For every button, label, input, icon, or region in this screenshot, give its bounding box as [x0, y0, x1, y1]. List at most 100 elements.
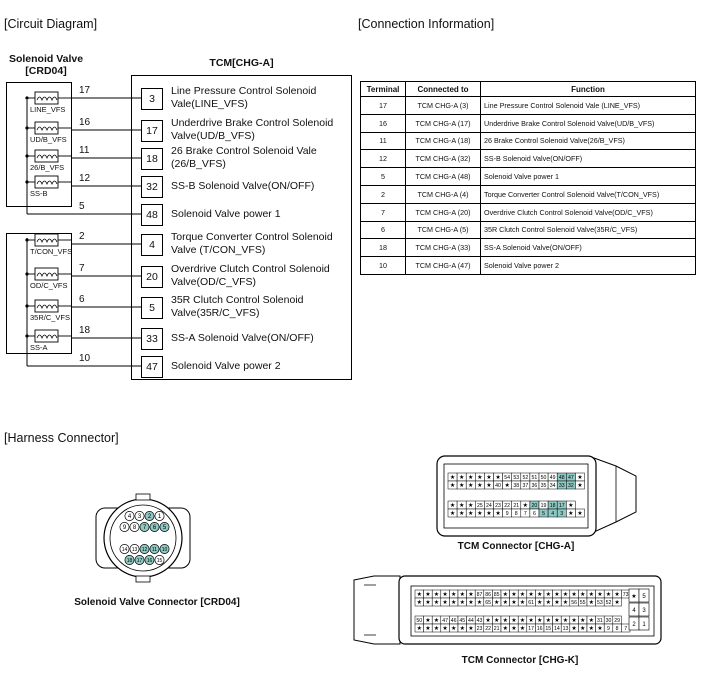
cell-connected-to: TCM CHG-A (20)	[405, 202, 481, 222]
cell-function: Solenoid Valve power 2	[480, 256, 696, 275]
connector-pin: 6	[529, 508, 540, 518]
connector-pin: 3	[134, 511, 145, 521]
svg-text:★: ★	[577, 474, 582, 481]
svg-text:20: 20	[532, 503, 538, 509]
svg-text:★: ★	[495, 510, 500, 517]
svg-text:8: 8	[515, 511, 518, 517]
tcm-pin-box: 47	[141, 356, 163, 378]
connector-pin: ★	[483, 615, 493, 625]
connector-pin: 16	[535, 623, 545, 633]
connector-pin: ★	[560, 589, 571, 599]
connector-pin: ★	[612, 589, 622, 599]
connector-pin: 49	[547, 472, 558, 482]
connector-pin: 52	[603, 597, 614, 607]
connector-pin: 22	[483, 623, 493, 633]
connector-pin: ★	[552, 615, 562, 625]
solenoid-coil	[25, 121, 72, 135]
svg-text:6: 6	[533, 511, 536, 517]
connector-pin: ★	[552, 589, 562, 599]
connector-pin: 17	[556, 500, 567, 510]
svg-text:9: 9	[607, 626, 610, 632]
tcm-pin-function: SS-A Solenoid Valve(ON/OFF)	[171, 332, 314, 344]
connector-pin: 4	[628, 602, 640, 617]
connector-pin: 65	[483, 597, 493, 607]
svg-text:49: 49	[550, 475, 556, 481]
svg-text:61: 61	[528, 600, 534, 606]
table-header-row: Terminal Connected to Function	[360, 81, 696, 97]
connector-pin: ★	[535, 615, 545, 625]
cell-terminal: 6	[360, 220, 406, 240]
cell-connected-to: TCM CHG-A (3)	[405, 96, 481, 115]
terminal-number: 5	[79, 201, 85, 212]
connector-pin: 9	[603, 623, 614, 633]
connector-pin: 53	[511, 472, 522, 482]
svg-text:★: ★	[486, 482, 491, 489]
connector-pin: 5	[638, 588, 650, 603]
connector-pin: 43	[474, 615, 485, 625]
svg-text:21: 21	[494, 626, 500, 632]
connector-pin: ★	[578, 623, 588, 633]
tcm-pin-box: 48	[141, 204, 163, 226]
svg-text:★: ★	[450, 510, 455, 517]
svg-text:★: ★	[468, 474, 473, 481]
connector-pin: ★	[447, 472, 458, 482]
connector-pin: ★	[612, 597, 622, 607]
svg-text:★: ★	[580, 625, 585, 632]
connector-pin: ★	[492, 615, 502, 625]
cell-connected-to: TCM CHG-A (18)	[405, 131, 481, 151]
connector-pin: ★	[474, 597, 485, 607]
cell-connected-to: TCM CHG-A (33)	[405, 238, 481, 258]
circuit-diagram	[6, 75, 352, 380]
solenoid-coil	[25, 91, 72, 105]
svg-text:2: 2	[632, 622, 636, 628]
svg-text:★: ★	[451, 599, 456, 606]
connector-pin: 29	[612, 615, 622, 625]
connector-pin: 40	[493, 480, 503, 490]
svg-text:★: ★	[546, 599, 551, 606]
connector-pin: ★	[509, 589, 519, 599]
svg-text:★: ★	[459, 482, 464, 489]
svg-text:24: 24	[486, 503, 492, 509]
connector-pin: ★	[484, 508, 494, 518]
svg-text:★: ★	[417, 625, 422, 632]
svg-text:25: 25	[477, 503, 483, 509]
svg-text:★: ★	[580, 617, 585, 624]
coil-label: T/CON_VFS	[30, 247, 73, 256]
svg-text:4: 4	[551, 511, 554, 517]
connector-pin: ★	[414, 597, 424, 607]
connector-pin: ★	[502, 480, 512, 490]
svg-text:★: ★	[494, 599, 499, 606]
connector-pin: ★	[475, 508, 485, 518]
svg-text:54: 54	[504, 475, 510, 481]
svg-text:★: ★	[451, 591, 456, 598]
connector-pin: 21	[511, 500, 522, 510]
svg-text:★: ★	[477, 510, 482, 517]
svg-text:86: 86	[485, 592, 491, 598]
connector-pin: ★	[423, 589, 433, 599]
svg-text:★: ★	[503, 599, 508, 606]
svg-text:★: ★	[563, 599, 568, 606]
coil-label: 26/B_VFS	[30, 163, 65, 172]
cell-function: SS-A Solenoid Valve(ON/OFF)	[480, 238, 696, 258]
svg-text:★: ★	[417, 591, 422, 598]
crd04-caption: Solenoid Valve Connector [CRD04]	[74, 597, 240, 608]
connector-pin: ★	[543, 597, 553, 607]
svg-text:★: ★	[568, 502, 573, 509]
svg-text:★: ★	[459, 502, 464, 509]
svg-text:★: ★	[485, 617, 490, 624]
connector-pin: ★	[569, 589, 579, 599]
cell-terminal: 11	[360, 131, 406, 151]
connector-pin: ★	[509, 623, 519, 633]
connector-pin: ★	[492, 597, 502, 607]
svg-text:★: ★	[434, 625, 439, 632]
svg-text:★: ★	[477, 482, 482, 489]
connector-pin: ★	[449, 623, 459, 633]
connector-pin: ★	[575, 472, 585, 482]
